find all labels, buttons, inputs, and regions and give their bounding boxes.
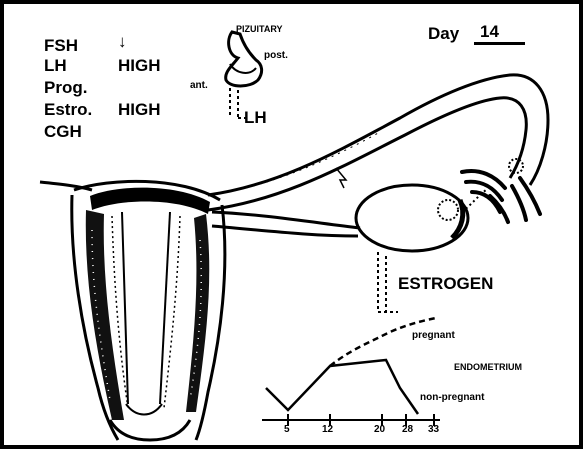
pregnant-curve bbox=[330, 318, 436, 366]
pituitary-posterior-label: post. bbox=[264, 50, 288, 61]
tick-label-20: 20 bbox=[374, 424, 385, 435]
day-value: 14 bbox=[474, 22, 525, 45]
cursor-arrow-icon bbox=[336, 168, 346, 188]
tick-label-28: 28 bbox=[402, 424, 413, 435]
hormone-level-fsh: ↓ bbox=[118, 32, 127, 52]
estrogen-pointer bbox=[378, 252, 398, 312]
hormone-name-fsh: FSH bbox=[44, 36, 78, 56]
ovary bbox=[356, 185, 486, 251]
hormone-level-estro: HIGH bbox=[118, 100, 161, 120]
estrogen-label: ESTROGEN bbox=[398, 274, 493, 294]
pituitary-lh-label: LH bbox=[244, 108, 267, 128]
pituitary-gland bbox=[226, 32, 262, 118]
hormone-level-lh: HIGH bbox=[118, 56, 161, 76]
day-label: Day bbox=[428, 24, 459, 44]
non-pregnant-label: non-pregnant bbox=[420, 392, 484, 403]
pituitary-title: PIZUITARY bbox=[236, 24, 283, 34]
hormone-name-lh: LH bbox=[44, 56, 67, 76]
ovarian-ligament bbox=[212, 212, 360, 236]
pregnant-label: pregnant bbox=[412, 330, 455, 341]
fallopian-tube bbox=[208, 75, 548, 210]
pituitary-anterior-label: ant. bbox=[190, 80, 208, 91]
fimbriae bbox=[462, 159, 540, 222]
hormone-name-cgh: CGH bbox=[44, 122, 82, 142]
hormone-name-estro: Estro. bbox=[44, 100, 92, 120]
tick-label-33: 33 bbox=[428, 424, 439, 435]
non-pregnant-curve bbox=[266, 360, 418, 414]
uterus bbox=[72, 181, 225, 440]
hormone-name-prog: Prog. bbox=[44, 78, 87, 98]
tick-label-12: 12 bbox=[322, 424, 333, 435]
tick-label-5: 5 bbox=[284, 424, 290, 435]
endometrium-label: ENDOMETRIUM bbox=[454, 362, 522, 372]
